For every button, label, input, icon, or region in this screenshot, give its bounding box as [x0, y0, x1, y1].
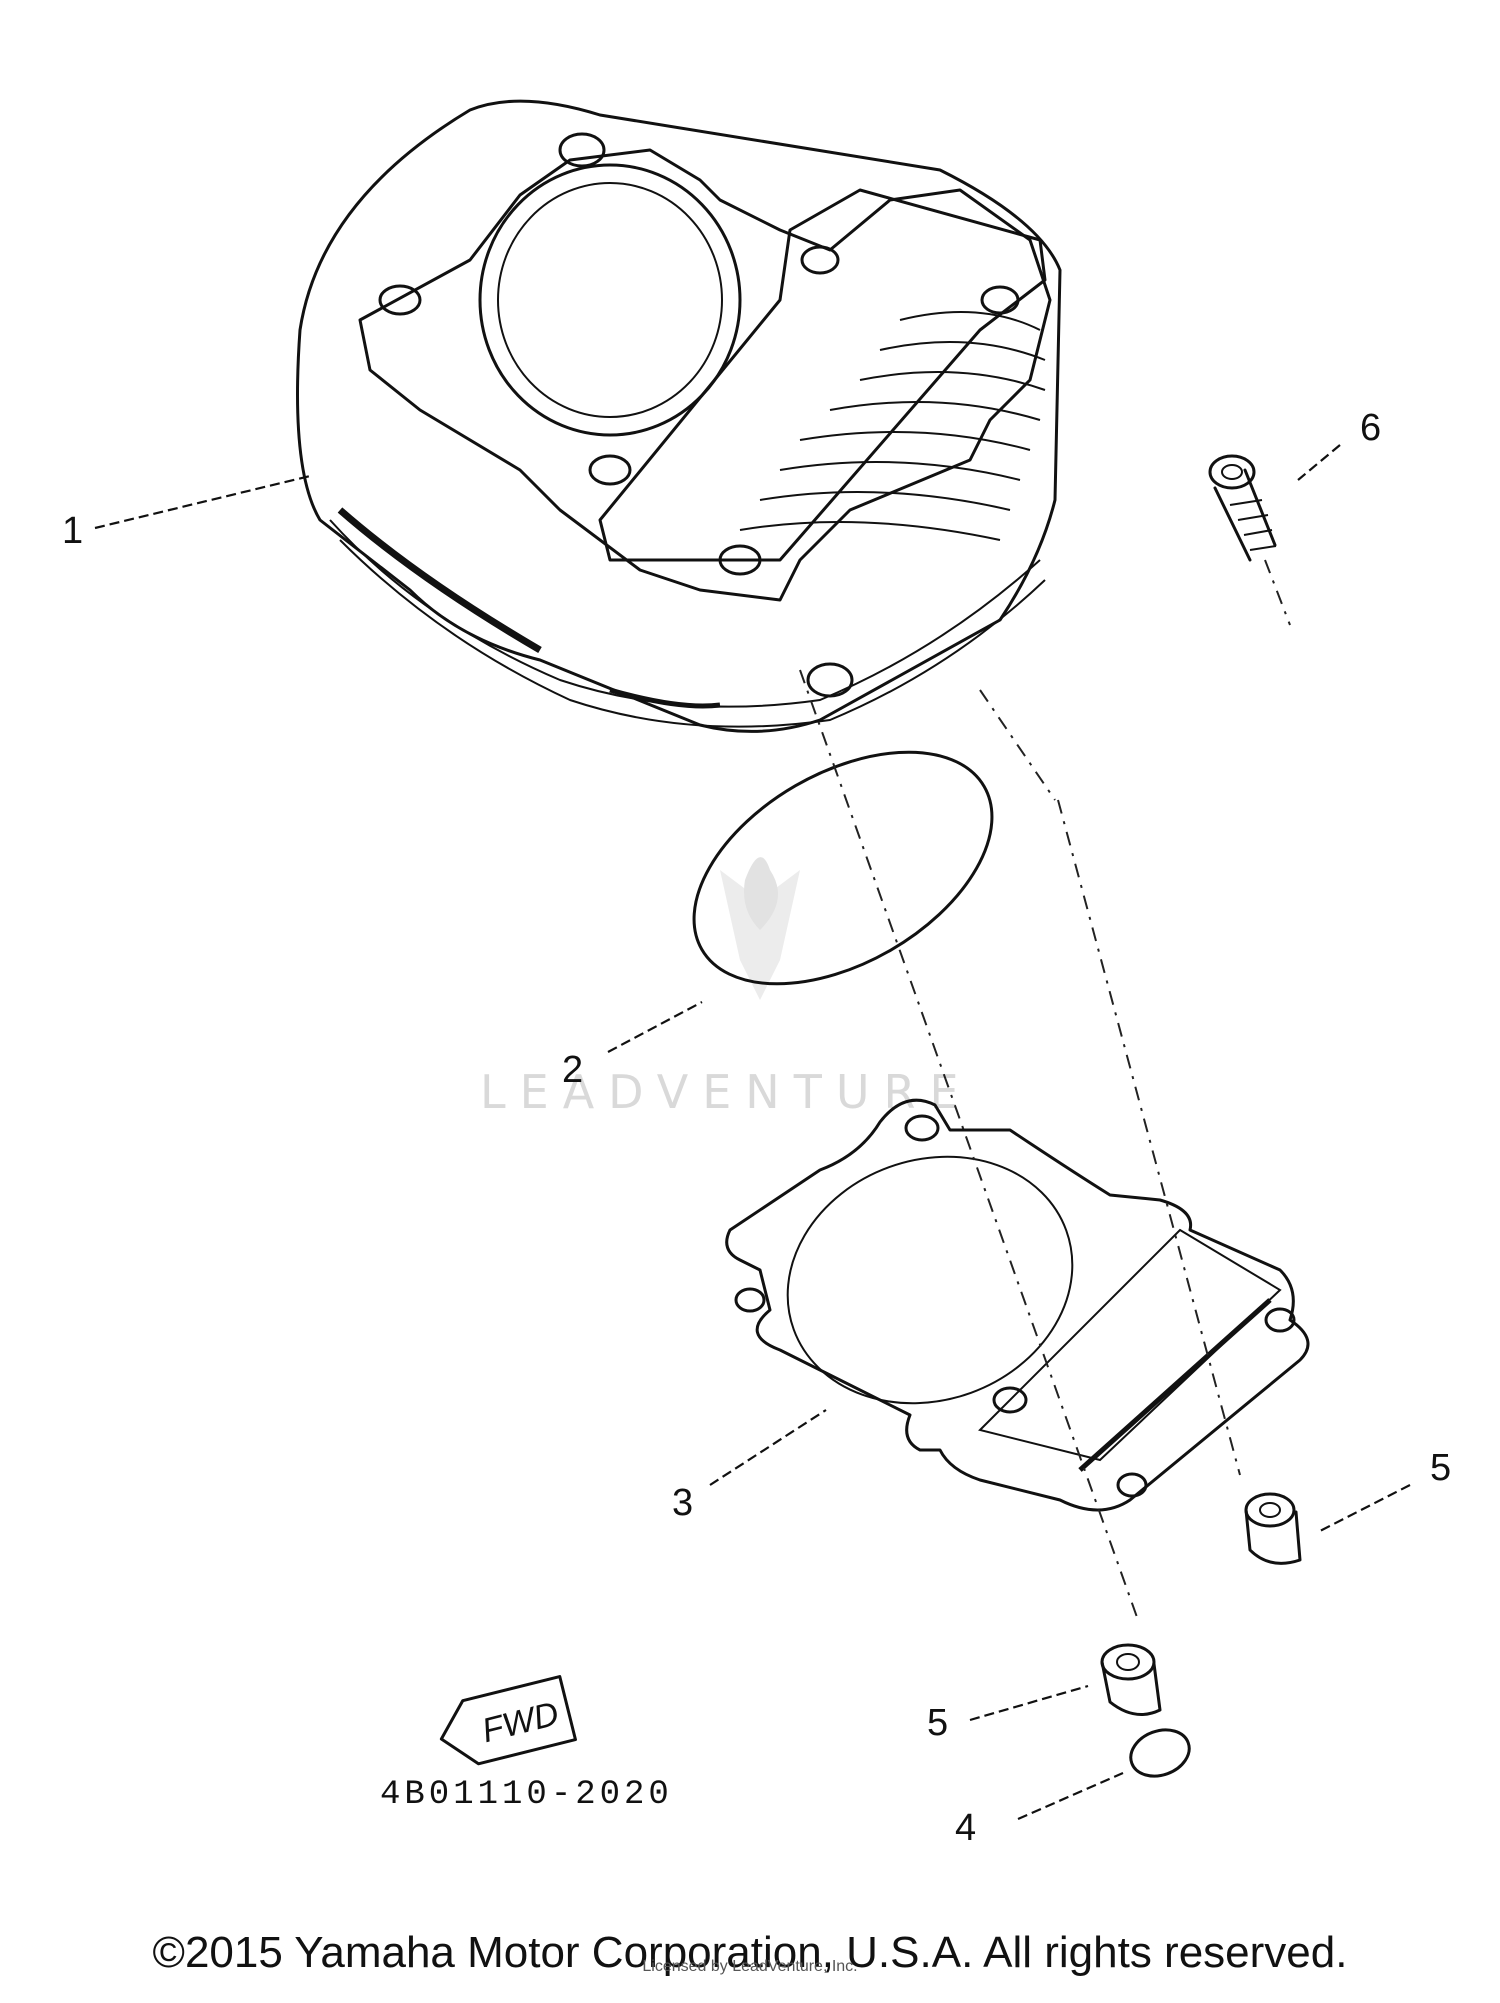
alignment-lines	[799, 559, 1291, 1621]
dowel-pin-part-upper[interactable]	[1244, 1492, 1302, 1565]
licensed-notice: Licensed by LeadVenture, Inc.	[642, 1958, 858, 1975]
callout-5-lower: 5	[927, 1702, 948, 1744]
dowel-pin-part-lower[interactable]	[1100, 1643, 1162, 1716]
fwd-label: FWD	[478, 1695, 562, 1751]
callout-labels: 1 2 3 4 5 5 6	[62, 407, 1451, 1849]
leader-lines	[94, 444, 1411, 1821]
callout-2: 2	[562, 1049, 583, 1091]
callout-5-upper: 5	[1430, 1447, 1451, 1489]
gasket-part[interactable]	[725, 1098, 1310, 1512]
callout-6: 6	[1360, 407, 1381, 449]
cylinder-part[interactable]	[296, 99, 1062, 733]
fwd-indicator: FWD	[439, 1675, 577, 1766]
callout-1: 1	[62, 510, 83, 552]
watermark-text: LEADVENTURE	[480, 1065, 973, 1119]
plug-part[interactable]	[1124, 1722, 1195, 1784]
callout-4: 4	[955, 1807, 976, 1849]
watermark: LEADVENTURE	[480, 857, 973, 1119]
bolt-part[interactable]	[1208, 454, 1277, 562]
o-ring-part[interactable]	[654, 704, 1031, 1032]
callout-3: 3	[672, 1482, 693, 1524]
diagram-part-number: 4B01110-2020	[380, 1776, 673, 1814]
copyright-notice: ©2015 Yamaha Motor Corporation, U.S.A. A…	[152, 1928, 1348, 1977]
